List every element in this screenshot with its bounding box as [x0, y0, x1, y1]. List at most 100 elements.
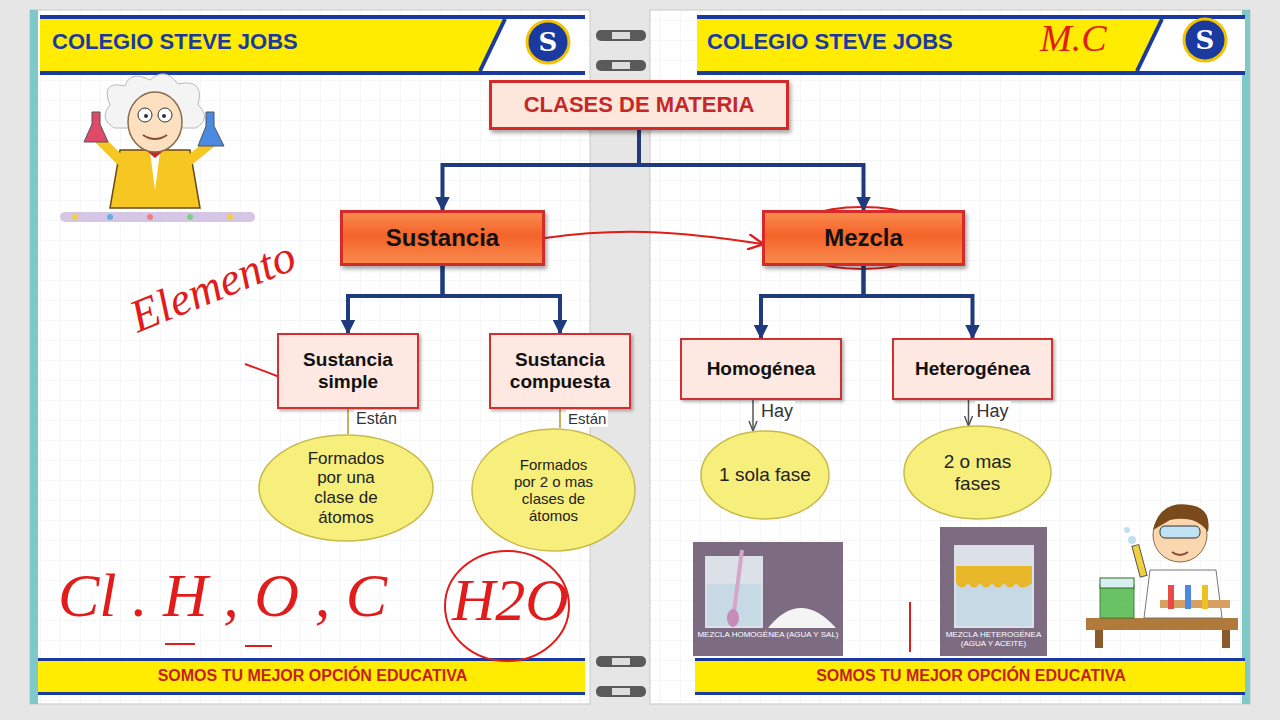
table-leg — [1222, 630, 1230, 648]
handwritten-note: H2O — [452, 566, 569, 635]
ring — [596, 30, 646, 41]
subcategory-box: Homogénea — [680, 338, 842, 400]
description-ellipse: Formados por una clase de átomos — [258, 434, 434, 542]
ring-hole — [612, 62, 630, 69]
oil-layer — [956, 566, 1032, 583]
header-stripe — [697, 15, 1245, 19]
hierarchy-arrow — [443, 130, 640, 210]
connector-line — [559, 409, 561, 428]
mouth — [1172, 552, 1188, 555]
node-text: Sustancia — [386, 224, 499, 252]
salt-pile — [768, 608, 836, 628]
eye — [158, 108, 172, 122]
eye — [138, 108, 152, 122]
description-ellipse: 2 o mas fases — [903, 425, 1052, 520]
edge-label: Están — [354, 410, 399, 428]
hierarchy-arrow — [348, 266, 443, 333]
logo-badge — [1184, 19, 1226, 61]
description-ellipse: 1 sola fase — [700, 430, 830, 520]
header-diagonal — [1137, 19, 1162, 71]
test-tube — [1185, 585, 1191, 609]
flask — [198, 112, 224, 146]
table — [1086, 618, 1238, 630]
test-tube — [1132, 545, 1147, 578]
connector-line — [752, 400, 754, 430]
node-text: Sustancia simple — [279, 349, 417, 393]
footer-stripe — [38, 692, 585, 695]
notebook-pages — [30, 10, 1250, 704]
handwritten-note: Cl . H , O , C — [58, 560, 387, 631]
ellipse-shape — [701, 431, 829, 519]
logo-badge — [527, 21, 569, 63]
scientist-cartoon — [60, 74, 255, 222]
page-edge — [30, 10, 38, 704]
ring-hole — [612, 688, 630, 695]
header-band — [697, 15, 1245, 75]
pupil — [144, 114, 148, 118]
oil-drops — [956, 583, 1032, 588]
footer-stripe — [695, 658, 1245, 661]
mouth — [143, 135, 167, 139]
beaker-top — [1100, 578, 1134, 588]
node-text: Sustancia compuesta — [491, 349, 629, 393]
category-box: Mezcla — [762, 210, 965, 266]
header-stripe — [40, 71, 585, 75]
ring — [596, 656, 646, 667]
header-band — [40, 15, 585, 75]
description-ellipse: Formados por 2 o mas clases de átomos — [471, 428, 636, 552]
subcategory-box: Heterogénea — [892, 338, 1053, 400]
header-fill — [40, 15, 585, 75]
dot — [227, 214, 233, 220]
node-text: Mezcla — [824, 224, 903, 252]
cartoon-base — [60, 212, 255, 222]
connector-line — [968, 400, 970, 425]
logo-letter: S — [530, 24, 566, 60]
kid-scientist-cartoon — [1086, 504, 1238, 648]
ellipse-shape — [472, 429, 635, 551]
node-text: Heterogénea — [911, 358, 1034, 380]
arm — [100, 140, 120, 160]
title-box: CLASES DE MATERIA — [489, 80, 789, 130]
dot — [107, 214, 113, 220]
glass — [705, 556, 763, 628]
goggles — [1160, 526, 1200, 538]
header-stripe — [697, 71, 1245, 75]
header-fill — [697, 15, 1245, 75]
ring — [596, 686, 646, 697]
subcategory-box: Sustancia compuesta — [489, 333, 631, 409]
ellipse-shape — [904, 426, 1051, 519]
header-wedge — [1137, 19, 1245, 71]
stroke-mark — [909, 602, 911, 652]
dot — [72, 214, 78, 220]
connector-line — [347, 409, 349, 434]
footer-fill — [695, 658, 1245, 695]
bubble — [1124, 527, 1130, 533]
image-caption: MEZCLA HOMOGÉNEA (AGUA Y SAL) — [697, 631, 839, 640]
footer-slogan: SOMOS TU MEJOR OPCIÓN EDUCATIVA — [697, 667, 1245, 685]
hierarchy-arrow — [864, 266, 973, 338]
node-text: CLASES DE MATERIA — [524, 92, 755, 117]
footer-band — [38, 658, 1245, 695]
footer-stripe — [695, 692, 1245, 695]
ring — [596, 60, 646, 71]
table-leg — [1095, 630, 1103, 648]
circle-mark — [445, 551, 569, 661]
footer-fill — [38, 658, 585, 695]
ring-hole — [612, 32, 630, 39]
dot — [187, 214, 193, 220]
edge-label: Están — [566, 410, 608, 427]
glass — [954, 545, 1034, 628]
underline-mark — [245, 645, 272, 647]
pupil — [162, 114, 166, 118]
node-text: Homogénea — [703, 358, 820, 380]
water — [956, 583, 1032, 626]
handwritten-note: M.C — [1040, 16, 1107, 60]
subcategory-box: Sustancia simple — [277, 333, 419, 409]
lab-coat — [1144, 570, 1222, 618]
header-text: COLEGIO STEVE JOBS — [707, 29, 953, 55]
header-diagonal — [480, 19, 505, 71]
ellipse-shape — [259, 435, 433, 541]
test-tube — [1168, 585, 1174, 609]
face — [128, 92, 182, 152]
photo-bg — [693, 542, 843, 656]
